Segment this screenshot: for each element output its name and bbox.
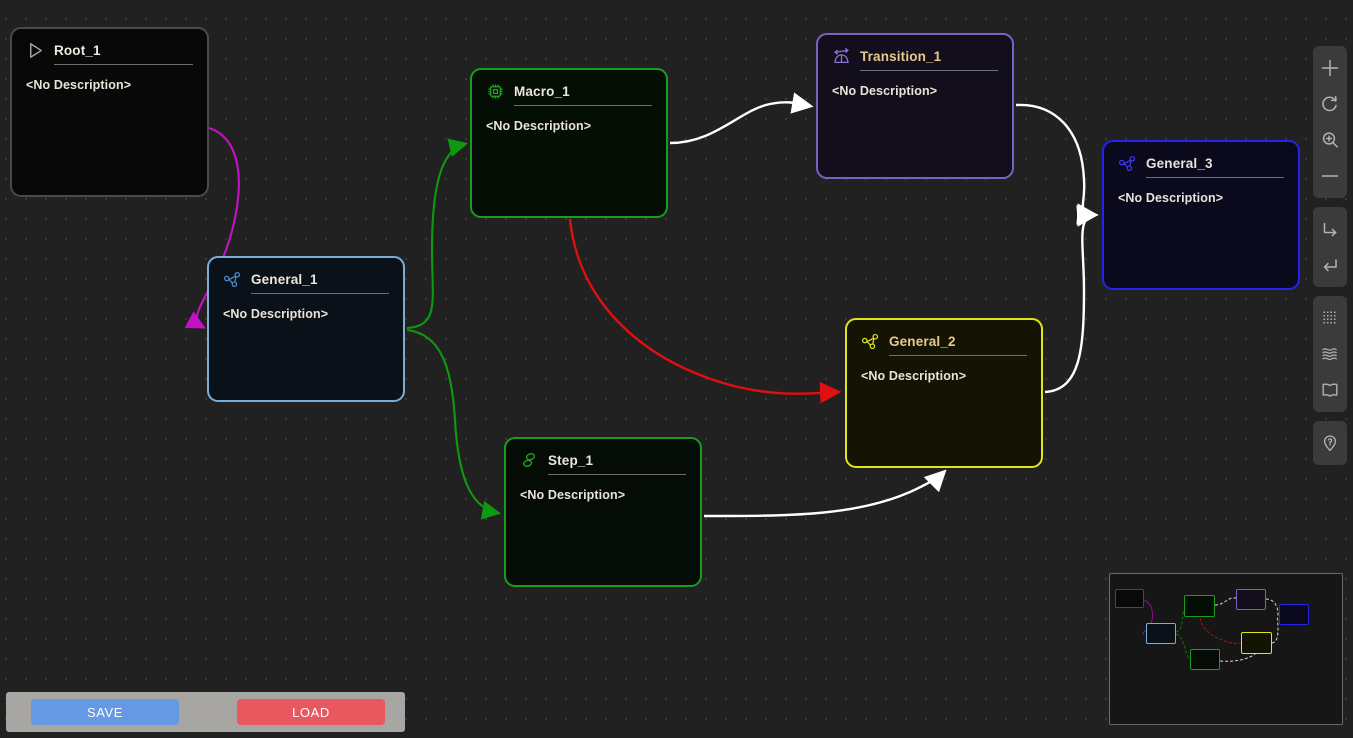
- node-description: <No Description>: [223, 307, 329, 321]
- node-transition-1[interactable]: Transition_1 <No Description>: [816, 33, 1014, 179]
- layers-waves-icon: [1322, 348, 1337, 361]
- toolbar-group-display: [1313, 296, 1347, 412]
- step-back-button[interactable]: [1313, 247, 1347, 283]
- node-header: Step_1: [520, 449, 686, 471]
- zoom-in-button[interactable]: [1313, 50, 1347, 86]
- minimap-node-step-1: [1190, 649, 1220, 670]
- node-description: <No Description>: [1118, 191, 1224, 205]
- node-header: General_3: [1118, 152, 1284, 174]
- reset-view-button[interactable]: [1313, 86, 1347, 122]
- edge-macro1-general2: [568, 218, 842, 404]
- chip-icon: [488, 83, 503, 99]
- arrow-turn-right-icon: [1323, 222, 1337, 237]
- step-into-button[interactable]: [1313, 211, 1347, 247]
- node-general-1[interactable]: General_1 <No Description>: [207, 256, 405, 402]
- node-title-rule: [54, 64, 193, 65]
- node-title-rule: [548, 474, 686, 475]
- node-title: Step_1: [548, 452, 594, 468]
- transition-arrow-icon: [834, 47, 849, 63]
- view-toolbar: [1313, 46, 1347, 465]
- load-button[interactable]: LOAD: [237, 699, 385, 725]
- zoom-out-button[interactable]: [1313, 158, 1347, 194]
- map-pin-question-icon: [1323, 435, 1337, 452]
- edge-macro1-transition1: [669, 92, 814, 145]
- node-title: Macro_1: [514, 83, 570, 99]
- node-root-1[interactable]: Root_1 <No Description>: [10, 27, 209, 197]
- grid-dots-icon: [1323, 311, 1336, 324]
- play-triangle-icon: [30, 42, 42, 58]
- refresh-icon: [1322, 95, 1337, 112]
- node-header: Macro_1: [486, 80, 652, 102]
- node-title: General_1: [251, 271, 318, 287]
- help-locator-button[interactable]: [1313, 425, 1347, 461]
- plus-icon: [1321, 59, 1339, 77]
- save-button[interactable]: SAVE: [31, 699, 179, 725]
- minimap-node-root-1: [1115, 589, 1144, 608]
- footsteps-icon: [523, 452, 536, 467]
- node-header: Root_1: [26, 39, 193, 61]
- toggle-grid-button[interactable]: [1313, 300, 1347, 336]
- edge-general2-general3: [1044, 205, 1099, 394]
- zoom-to-fit-button[interactable]: [1313, 122, 1347, 158]
- toolbar-group-navigate: [1313, 207, 1347, 287]
- minimap-node-general-3: [1279, 604, 1309, 625]
- file-action-bar: SAVE LOAD: [6, 692, 405, 732]
- node-title-rule: [889, 355, 1027, 356]
- graph-node-icon: [223, 271, 241, 287]
- node-description: <No Description>: [520, 488, 626, 502]
- node-title: Root_1: [54, 42, 101, 58]
- open-book-icon: [1322, 383, 1338, 397]
- minimap-panel[interactable]: [1109, 573, 1343, 725]
- edge-transition1-general3: [1015, 103, 1099, 225]
- node-description: <No Description>: [861, 369, 967, 383]
- minimap-node-general-2: [1241, 632, 1272, 654]
- toolbar-group-zoom: [1313, 46, 1347, 198]
- node-step-1[interactable]: Step_1 <No Description>: [504, 437, 702, 587]
- enter-return-icon: [1323, 259, 1337, 272]
- node-description: <No Description>: [26, 78, 132, 92]
- node-description: <No Description>: [486, 119, 592, 133]
- node-title-rule: [251, 293, 389, 294]
- node-header: Transition_1: [832, 45, 998, 67]
- minimap-node-macro-1: [1184, 595, 1215, 617]
- node-title-rule: [1146, 177, 1284, 178]
- graph-node-icon: [861, 333, 879, 349]
- magnifier-plus-icon: [1322, 132, 1338, 148]
- graph-node-icon: [1118, 155, 1136, 171]
- minus-icon: [1321, 175, 1339, 177]
- toggle-library-button[interactable]: [1313, 372, 1347, 408]
- toggle-layers-button[interactable]: [1313, 336, 1347, 372]
- node-title: Transition_1: [860, 48, 942, 64]
- node-macro-1[interactable]: Macro_1 <No Description>: [470, 68, 668, 218]
- node-general-3[interactable]: General_3 <No Description>: [1102, 140, 1300, 290]
- node-general-2[interactable]: General_2 <No Description>: [845, 318, 1043, 468]
- node-title-rule: [860, 70, 998, 71]
- edge-step1-general2: [703, 469, 947, 518]
- node-description: <No Description>: [832, 84, 938, 98]
- minimap-node-general-1: [1146, 623, 1176, 644]
- minimap-node-transition-1: [1236, 589, 1266, 610]
- edge-general1-macro1: [406, 138, 469, 330]
- node-title: General_3: [1146, 155, 1213, 171]
- node-title: General_2: [889, 333, 956, 349]
- toolbar-group-help: [1313, 421, 1347, 465]
- minimap-edges: [1142, 597, 1280, 662]
- node-header: General_1: [223, 268, 389, 290]
- node-header: General_2: [861, 330, 1027, 352]
- edge-general1-step1: [406, 328, 502, 520]
- node-title-rule: [514, 105, 652, 106]
